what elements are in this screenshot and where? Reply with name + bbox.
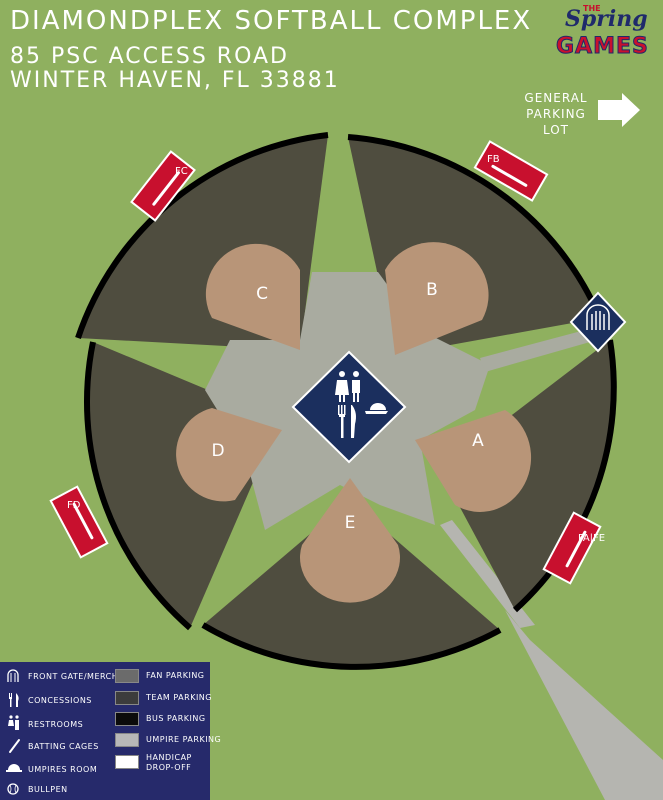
legend-label-restrooms: RESTROOMS — [28, 720, 84, 729]
legend-label-team-parking: TEAM PARKING — [146, 693, 212, 702]
cage-label-fa-fe: FA|FE — [578, 533, 605, 544]
gate-icon — [586, 304, 610, 330]
swatch-handicap-dropoff — [115, 755, 139, 769]
fork-knife-icon — [338, 405, 356, 438]
swatch-umpire-parking — [115, 733, 139, 747]
general-parking-label: GENERAL PARKING LOT — [520, 90, 592, 138]
swatch-bus-parking — [115, 712, 139, 726]
bat-icon — [491, 164, 528, 187]
field-label-c: C — [256, 284, 268, 304]
restroom-icon — [335, 371, 360, 402]
cap-icon — [365, 403, 388, 414]
legend-label-front-gate: FRONT GATE/MERCH — [28, 672, 119, 681]
address-line-1: 85 PSC ACCESS ROAD — [10, 44, 289, 69]
bat-icon — [565, 530, 587, 568]
logo-small-text: THE — [583, 4, 601, 13]
gate-walkway — [480, 330, 590, 372]
fence-field-d — [84, 341, 192, 631]
infield-field-d — [176, 408, 282, 502]
field-label-b: B — [426, 280, 438, 300]
legend-label-umpires-room: UMPIRES ROOM — [28, 765, 98, 774]
legend-label-bus-parking: BUS PARKING — [146, 714, 206, 723]
infield-field-a — [415, 410, 532, 512]
cage-label-fd: FD — [67, 500, 81, 511]
access-road — [505, 610, 663, 800]
field-label-d: D — [211, 441, 224, 461]
address-line-2: WINTER HAVEN, FL 33881 — [10, 68, 340, 93]
fork-knife-icon — [9, 693, 19, 707]
fence-field-b — [347, 134, 603, 320]
legend-label-dropoff: DROP-OFF — [146, 763, 192, 772]
swatch-fan-parking — [115, 669, 139, 683]
gp-line-2: PARKING — [526, 107, 586, 121]
bat-icon — [9, 739, 20, 753]
logo-main-text: Spring — [565, 6, 648, 32]
cage-label-fc: FC — [175, 166, 188, 177]
fence-field-a — [512, 339, 617, 613]
page-title: DIAMONDPLEX SOFTBALL COMPLEX — [10, 6, 533, 36]
gate-icon — [7, 669, 19, 682]
swatch-team-parking — [115, 691, 139, 705]
center-amenities[interactable] — [291, 350, 407, 464]
front-gate[interactable] — [569, 291, 627, 353]
bat-icon — [72, 502, 94, 540]
spring-games-logo: THE Spring GAMES — [553, 4, 659, 62]
gp-line-1: GENERAL — [524, 91, 588, 105]
legend-label-batting-cages: BATTING CAGES — [28, 742, 99, 751]
batting-cage-fd[interactable] — [49, 485, 109, 559]
fence-field-e — [201, 622, 502, 670]
infield-field-b — [385, 242, 489, 355]
batting-cage-fc[interactable] — [130, 150, 196, 222]
legend-label-bullpen: BULLPEN — [28, 785, 68, 794]
batting-cage-fa-fe[interactable] — [542, 511, 602, 585]
legend-label-handicap: HANDICAP — [146, 753, 192, 762]
restroom-icon — [8, 715, 19, 730]
cap-icon — [6, 764, 22, 772]
legend-label-concessions: CONCESSIONS — [28, 696, 92, 705]
batting-cage-fb[interactable] — [473, 140, 549, 202]
gp-line-3: LOT — [542, 123, 570, 137]
map-legend: FRONT GATE/MERCH CONCESSIONS RESTROOMS B… — [0, 662, 221, 800]
legend-label-umpire-parking: UMPIRE PARKING — [146, 735, 222, 744]
logo-sub-text: GAMES — [556, 34, 649, 60]
cage-label-fb: FB — [487, 154, 500, 165]
field-label-e: E — [345, 513, 356, 533]
fence-field-c — [75, 132, 329, 339]
infield-field-c — [205, 243, 300, 350]
legend-label-fan-parking: FAN PARKING — [146, 671, 205, 680]
field-label-a: A — [472, 431, 484, 451]
bat-icon — [152, 171, 180, 206]
softball-icon — [7, 783, 19, 795]
infield-field-e — [299, 478, 400, 603]
arrow-right-icon — [598, 93, 640, 127]
